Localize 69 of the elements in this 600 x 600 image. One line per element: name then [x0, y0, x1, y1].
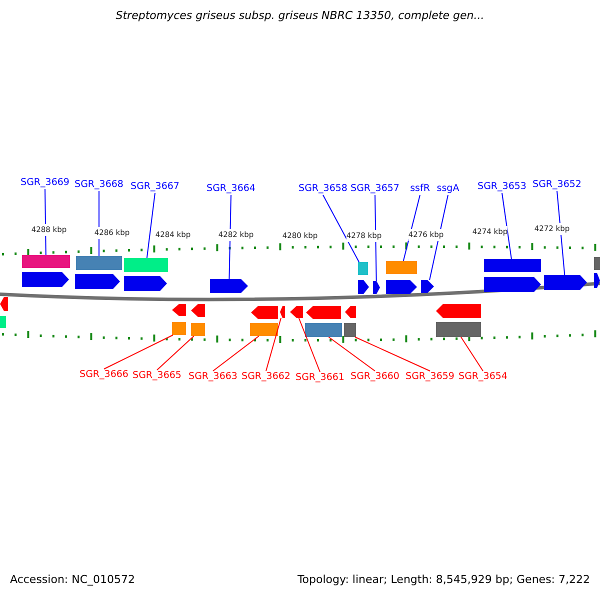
- gene-block: [280, 306, 285, 318]
- gene-block: [344, 323, 356, 337]
- gene-block: [0, 316, 6, 328]
- leader-line: [212, 336, 260, 372]
- gene-block: [22, 255, 70, 268]
- gene-block: [124, 258, 168, 272]
- accession-text: Accession: NC_010572: [10, 574, 136, 586]
- gene-label: SGR_3653: [478, 181, 526, 193]
- gene-block: [0, 297, 8, 311]
- gene-label: SGR_3662: [242, 371, 290, 383]
- gene-block: [172, 304, 186, 316]
- gene-block: [421, 280, 434, 293]
- gene-label: SGR_3669: [20, 177, 70, 189]
- gene-label: SGR_3664: [206, 183, 256, 195]
- gene-block: [124, 276, 167, 291]
- gene-block: [594, 273, 600, 288]
- gene-block: [594, 257, 600, 270]
- gene-block: [290, 306, 303, 318]
- gene-block: [484, 259, 541, 272]
- gene-block: [75, 274, 120, 289]
- leader-line: [460, 336, 484, 372]
- gene-block: [172, 322, 186, 335]
- leader-line: [104, 334, 174, 370]
- gene-label: SGR_3652: [532, 179, 582, 191]
- gene-label: SGR_3659: [406, 371, 454, 383]
- chart-title: Streptomyces griseus subsp. griseus NBRC 13350, complete gen...: [116, 10, 484, 22]
- gene-block: [386, 261, 417, 274]
- leader-line: [354, 336, 430, 372]
- leader-line: [156, 336, 194, 370]
- gene-block: [544, 275, 587, 290]
- gene-label: SGR_3668: [74, 179, 124, 191]
- leader-line: [322, 194, 360, 262]
- gene-label: SGR_3657: [350, 183, 400, 195]
- gene-block: [436, 322, 481, 337]
- leader-line: [328, 336, 376, 372]
- gene-label: ssgA: [436, 183, 460, 195]
- leader-line: [374, 194, 377, 282]
- gene-label: SGR_3665: [132, 370, 182, 382]
- gene-block: [484, 277, 541, 292]
- gene-label: SGR_3660: [350, 371, 400, 383]
- gene-label: SGR_3661: [296, 372, 344, 384]
- gene-block: [358, 262, 368, 275]
- gene-block: [306, 306, 341, 319]
- gene-block: [436, 304, 481, 318]
- gene-label: SGR_3666: [80, 369, 128, 381]
- leader-line: [556, 190, 566, 276]
- gene-block: [76, 256, 122, 270]
- gene-block: [251, 306, 278, 319]
- gene-block: [22, 272, 69, 287]
- gene-block: [191, 323, 205, 336]
- leader-line: [298, 318, 320, 372]
- genome-summary-text: Topology: linear; Length: 8,545,929 bp; Genes: 7,222: [297, 574, 590, 586]
- gene-block: [386, 280, 417, 294]
- leader-line: [429, 194, 448, 280]
- leader-line: [266, 318, 282, 372]
- gene-label: SGR_3654: [458, 371, 508, 383]
- leader-line: [228, 194, 232, 280]
- gene-block: [358, 280, 369, 294]
- leader-line: [502, 192, 512, 260]
- gene-block: [191, 304, 205, 317]
- gene-label: ssfR: [410, 183, 430, 195]
- gene-label: SGR_3667: [130, 181, 180, 193]
- gene-label: SGR_3658: [298, 183, 348, 195]
- gene-block: [373, 281, 380, 294]
- gene-block: [345, 306, 356, 318]
- gene-label: SGR_3663: [188, 371, 238, 383]
- gene-block: [250, 323, 278, 336]
- gene-block: [305, 323, 342, 337]
- gene-block: [210, 279, 248, 293]
